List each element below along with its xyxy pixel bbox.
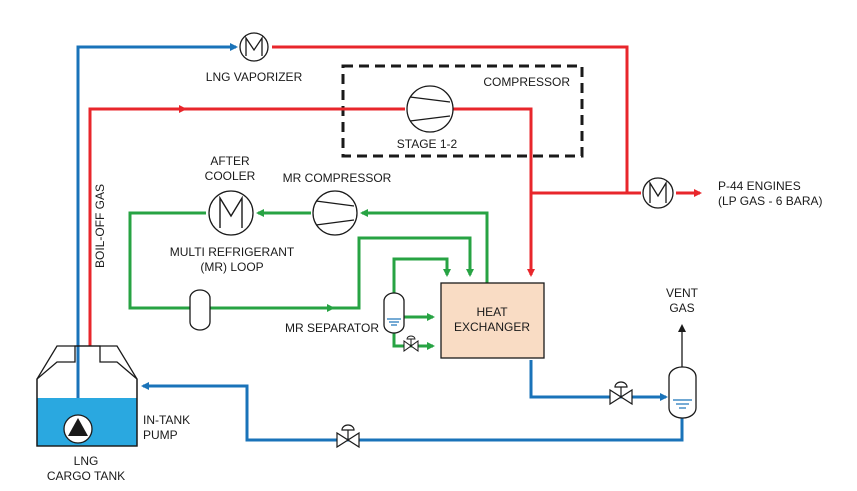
vent-gas-label-1: VENT xyxy=(666,286,699,300)
mr-loop-label-2: (MR) LOOP xyxy=(200,260,263,274)
compressor-out-line xyxy=(452,107,535,277)
mr-line-separator-bottom xyxy=(392,333,435,350)
cargo-tank-label-1: LNG xyxy=(74,454,99,468)
mr-separator-vessel-icon xyxy=(383,292,405,334)
mr-receiver-vessel-icon xyxy=(189,289,211,331)
mr-compressor-label: MR COMPRESSOR xyxy=(283,171,392,185)
after-cooler-label-1: AFTER xyxy=(210,154,250,168)
engines-label-1: P-44 ENGINES xyxy=(718,179,801,193)
gas-line-vaporizer-out xyxy=(272,45,629,193)
mr-line-separator-top xyxy=(392,257,451,293)
vent-separator-vessel-icon xyxy=(668,366,697,419)
stage-label: STAGE 1-2 xyxy=(397,137,458,151)
in-tank-pump-icon xyxy=(63,414,93,444)
mr-line-to-he-top xyxy=(333,236,474,310)
lng-return-line xyxy=(141,382,684,442)
boil-off-gas-line xyxy=(88,105,187,346)
heat-exchanger xyxy=(440,282,545,359)
engine-heater-icon xyxy=(642,177,674,209)
cargo-tank-label-2: CARGO TANK xyxy=(47,469,125,483)
heat-exchanger-label-1: HEAT xyxy=(476,305,508,319)
mr-line-cooler-loop xyxy=(128,211,335,312)
mr-separator-label: MR SEPARATOR xyxy=(285,321,379,335)
mr-loop-label-1: MULTI REFRIGERANT xyxy=(170,245,295,259)
mr-line-he-to-compressor xyxy=(360,209,489,283)
vent-gas-label-2: GAS xyxy=(669,301,694,315)
heat-exchanger-label-2: EXCHANGER xyxy=(454,320,530,334)
compressor-label: COMPRESSOR xyxy=(483,75,570,89)
lng-line-to-vaporizer xyxy=(76,43,238,425)
lng-vaporizer-heater-icon xyxy=(239,32,269,62)
tank-outline xyxy=(36,345,138,447)
vent-arrow-icon xyxy=(678,324,686,367)
in-tank-pump-label-2: PUMP xyxy=(143,428,178,442)
stage-compressor-icon xyxy=(406,85,454,133)
lng-line-he-to-separator xyxy=(529,360,668,401)
in-tank-pump-label-1: IN-TANK xyxy=(143,413,190,427)
compressor-box xyxy=(341,64,584,158)
vent-line-valve-icon xyxy=(609,381,633,406)
after-cooler-label-2: COOLER xyxy=(205,169,256,183)
return-line-valve-icon xyxy=(336,424,360,449)
boil-off-gas-label: BOIL-OFF GAS xyxy=(93,184,107,268)
mr-compressor-icon xyxy=(312,190,358,236)
gas-lines xyxy=(88,45,702,346)
mr-loop-lines xyxy=(128,209,489,350)
after-cooler-heater-icon xyxy=(208,190,254,236)
engines-label-2: (LP GAS - 6 BARA) xyxy=(718,194,822,208)
lng-lines xyxy=(76,43,684,442)
lng-vaporizer-label: LNG VAPORIZER xyxy=(206,70,303,84)
mr-separator-valve-icon xyxy=(403,335,419,352)
